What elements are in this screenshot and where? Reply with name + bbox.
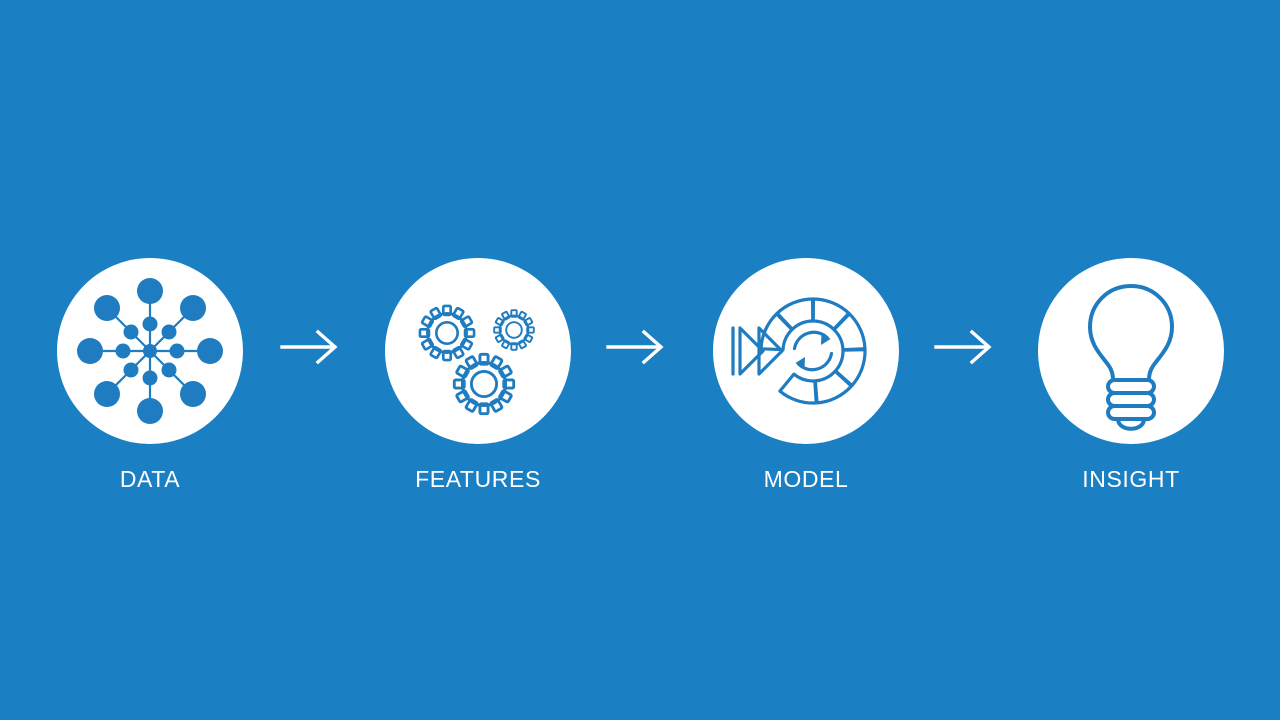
step-label-data: DATA	[119, 466, 181, 492]
arrow-right-icon	[932, 325, 996, 369]
step-insight[interactable]	[1038, 258, 1224, 444]
lightbulb-icon	[1038, 258, 1224, 444]
step-label-insight: INSIGHT	[1082, 466, 1180, 492]
arrow-right-icon	[278, 325, 342, 369]
step-features[interactable]	[385, 258, 571, 444]
step-disc	[1038, 258, 1224, 444]
step-label-model: MODEL	[763, 466, 849, 492]
gears-icon	[385, 258, 571, 444]
step-disc	[713, 258, 899, 444]
network-nodes-icon	[57, 258, 243, 444]
step-data[interactable]	[57, 258, 243, 444]
step-label-features: FEATURES	[415, 466, 541, 492]
arrow-right-icon	[604, 325, 668, 369]
step-disc	[385, 258, 571, 444]
model-wheel-icon	[713, 258, 899, 444]
step-model[interactable]	[713, 258, 899, 444]
